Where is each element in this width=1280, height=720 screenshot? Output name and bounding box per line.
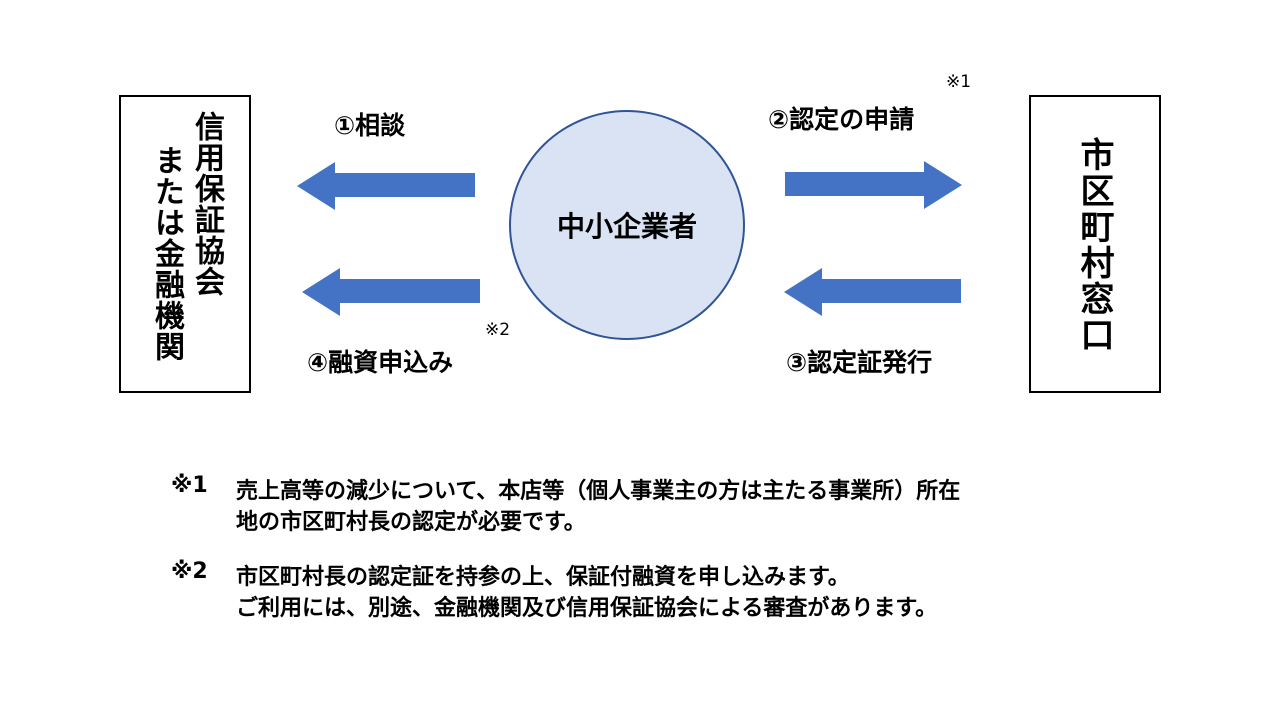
municipal-office-label: 市区町村窓口 xyxy=(1074,137,1114,353)
note-2-line-1: 市区町村長の認定証を持参の上、保証付融資を申し込みます。 xyxy=(236,565,850,590)
note-2-line-2: ご利用には、別途、金融機関及び信用保証協会による審査があります。 xyxy=(236,596,938,621)
step-4-label: ④融資申込み xyxy=(307,348,454,377)
guarantee-association-label: 信用保証協会 xyxy=(189,111,224,297)
note-1-mark: ※1 xyxy=(171,473,208,498)
note-1-line-2: 地の市区町村長の認定が必要です。 xyxy=(236,510,586,535)
step-3-label: ③認定証発行 xyxy=(786,348,933,377)
arrow-certification-request-right xyxy=(785,161,962,209)
guarantee-association-box: 信用保証協会 または金融機関 xyxy=(119,95,251,393)
financial-institution-label: または金融機関 xyxy=(149,145,184,362)
step-2-label: ②認定の申請 xyxy=(768,105,915,134)
sme-label: 中小企業者 xyxy=(556,210,697,243)
municipal-office-box: 市区町村窓口 xyxy=(1029,95,1161,393)
note-2-mark: ※2 xyxy=(171,559,208,584)
note-mark-2: ※2 xyxy=(485,320,511,340)
arrow-certificate-issue-left xyxy=(784,268,961,316)
note-1-line-1: 売上高等の減少について、本店等（個人事業主の方は主たる事業所）所在 xyxy=(236,479,961,504)
note-mark-1: ※1 xyxy=(946,72,972,92)
sme-circle: 中小企業者 xyxy=(509,110,745,340)
arrow-loan-application-left xyxy=(302,268,480,316)
step-1-label: ①相談 xyxy=(334,111,406,140)
arrow-consult-left xyxy=(297,162,475,210)
